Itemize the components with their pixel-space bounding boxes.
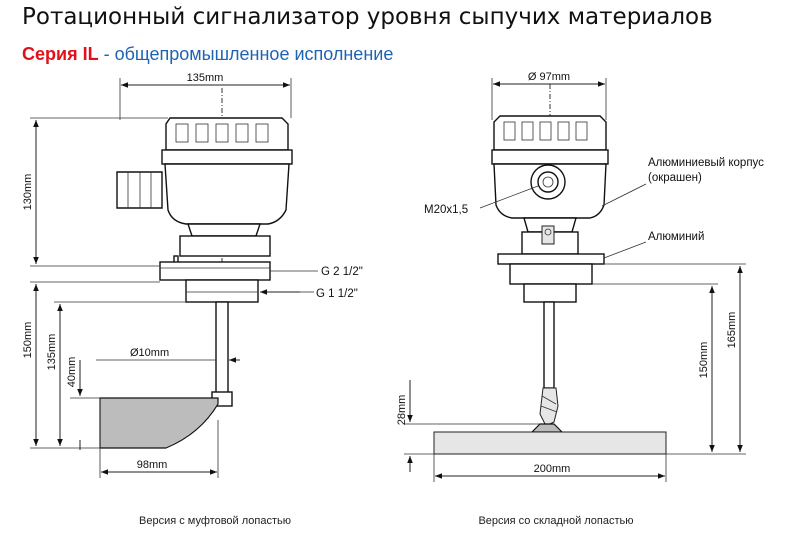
right-caption: Версия со складной лопастью [478, 515, 633, 527]
left-dim-130-label: 130mm [22, 174, 34, 211]
left-thread-small-label: G 1 1/2" [316, 288, 358, 300]
left-dim-135-label: 135mm [46, 334, 58, 371]
right-rib-5 [575, 121, 588, 141]
left-cover-rib-2 [195, 123, 209, 143]
left-thread-large-label: G 2 1/2" [321, 266, 363, 278]
left-housing-cover [165, 117, 289, 151]
right-dim-width-label: Ø 97mm [528, 71, 570, 83]
right-rib-2 [521, 121, 534, 141]
right-cable-entry-core [542, 176, 554, 188]
left-thread-small [185, 279, 259, 303]
left-dim-paddle-label: 98mm [137, 459, 168, 471]
series-name: Серия IL [22, 44, 99, 64]
left-dim-width-label: 135mm [187, 72, 224, 84]
right-dim-150-label: 150mm [698, 342, 710, 379]
left-thread-large [159, 261, 271, 281]
left-caption: Версия с муфтовой лопастью [139, 515, 291, 527]
left-cable-gland [116, 171, 163, 209]
left-dim-40-label: 40mm [66, 357, 78, 388]
left-cover-rib-3 [215, 123, 229, 143]
right-label-cable: M20x1,5 [424, 204, 468, 216]
right-leader-housing [601, 183, 647, 207]
left-shaft-label: Ø10mm [130, 347, 169, 359]
right-label-housing-2: (окрашен) [648, 172, 702, 184]
series-description: - общепромышленное исполнение [98, 44, 394, 64]
right-rib-1 [503, 121, 516, 141]
left-paddle [99, 397, 219, 449]
left-cover-rib-5 [255, 123, 269, 143]
right-dim-165-label: 165mm [726, 312, 738, 349]
right-leader-aluminum [603, 241, 647, 259]
page-subtitle: Серия IL - общепромышленное исполнение [22, 44, 393, 65]
page-title: Ротационный сигнализатор уровня сыпучих … [22, 4, 713, 30]
right-terminal-screw [544, 228, 552, 236]
left-dim-150-label: 150mm [22, 322, 34, 359]
right-thread-small [523, 283, 577, 303]
right-label-aluminum: Алюминий [648, 231, 704, 243]
right-joint-line-1 [541, 395, 557, 405]
right-view-drawing: Ø 97mm M20x1,5 Алюминиевы [396, 71, 764, 527]
right-label-housing-1: Алюминиевый корпус [648, 157, 764, 169]
right-paddle [433, 431, 667, 455]
left-housing-flange [161, 149, 293, 165]
left-neck-collar [179, 235, 271, 257]
left-neck [187, 223, 261, 237]
right-paddle-hub [530, 423, 564, 433]
right-flange-plate [497, 253, 605, 265]
left-cover-rib-1 [175, 123, 189, 143]
right-cable-entry-inner [537, 171, 559, 193]
left-shaft [215, 301, 229, 397]
right-shaft [543, 301, 555, 389]
right-dim-200-label: 200mm [534, 463, 571, 475]
right-rib-4 [557, 121, 570, 141]
left-cover-rib-4 [235, 123, 249, 143]
right-housing-flange [491, 149, 609, 165]
right-thread-large [509, 263, 593, 285]
right-dim-28-label: 28mm [396, 395, 408, 426]
right-joint-line-2 [540, 405, 558, 413]
right-leader-cable [479, 185, 539, 209]
left-housing-body [164, 163, 290, 225]
right-housing-cover [493, 115, 607, 151]
left-view-drawing: 135mm G 2 1/2" [22, 72, 363, 527]
right-rib-3 [539, 121, 552, 141]
